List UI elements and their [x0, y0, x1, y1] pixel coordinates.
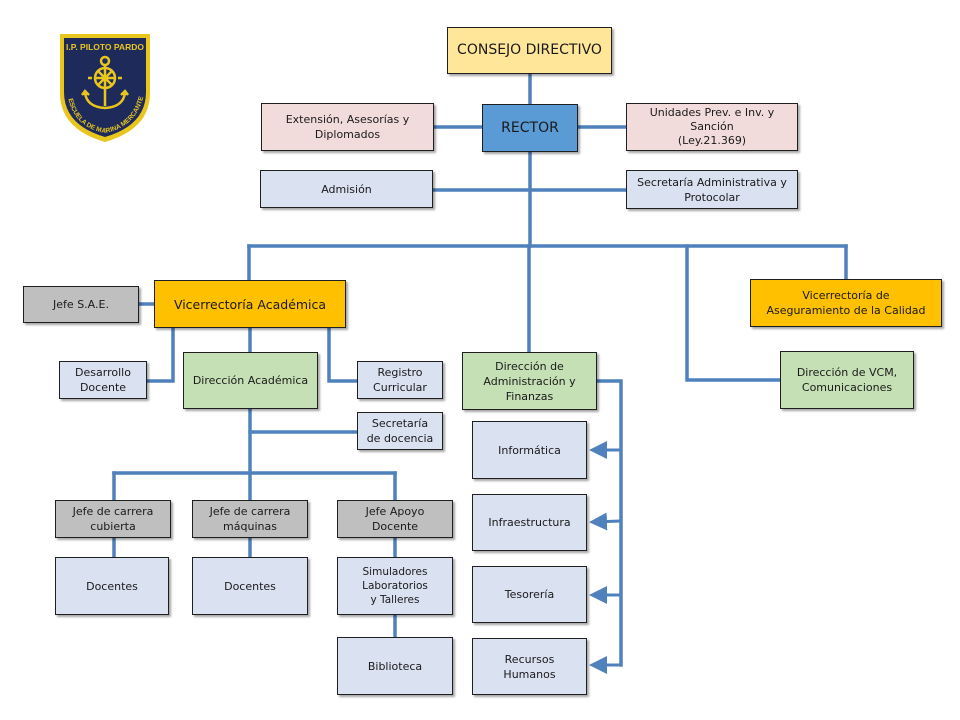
node-vicerrectoria-academica[interactable]: Vicerrectoría Académica — [154, 280, 346, 328]
node-simuladores-laboratorios-talleres[interactable]: Simuladores Laboratorios y Talleres — [337, 557, 453, 615]
node-vicerrectoria-calidad[interactable]: Vicerrectoría de Aseguramiento de la Cal… — [750, 279, 942, 327]
node-jefe-sae[interactable]: Jefe S.A.E. — [23, 286, 139, 323]
node-direccion-vcm[interactable]: Dirección de VCM, Comunicaciones — [780, 351, 914, 409]
connector-vice-registro — [327, 326, 359, 383]
node-docentes-maquinas[interactable]: Docentes — [192, 557, 308, 615]
node-direccion-academica[interactable]: Dirección Académica — [183, 352, 318, 409]
node-jefe-apoyo-docente[interactable]: Jefe Apoyo Docente — [337, 500, 453, 538]
node-biblioteca[interactable]: Biblioteca — [337, 637, 453, 695]
ship-wheel-anchor-icon — [81, 55, 129, 110]
node-secretaria-docencia[interactable]: Secretaría de docencia — [357, 412, 443, 450]
node-jefe-carrera-cubierta[interactable]: Jefe de carrera cubierta — [55, 500, 171, 538]
logo-top-text: I.P. PILOTO PARDO — [66, 42, 144, 52]
connector-admin-trunk — [595, 379, 623, 667]
node-jefe-carrera-maquinas[interactable]: Jefe de carrera máquinas — [192, 500, 308, 538]
node-docentes-cubierta[interactable]: Docentes — [55, 557, 169, 615]
node-unidades-prevencion[interactable]: Unidades Prev. e Inv. y Sanción (Ley.21.… — [626, 103, 798, 151]
node-infraestructura[interactable]: Infraestructura — [472, 494, 587, 551]
node-informatica[interactable]: Informática — [472, 421, 587, 479]
node-registro-curricular[interactable]: Registro Curricular — [357, 361, 443, 399]
arrow-infraestructura — [589, 512, 622, 531]
node-consejo-directivo[interactable]: CONSEJO DIRECTIVO — [447, 27, 612, 74]
node-tesoreria[interactable]: Tesorería — [472, 566, 587, 623]
node-extension-asesorias-diplomados[interactable]: Extensión, Asesorías y Diplomados — [261, 103, 434, 151]
connector-bus-direccion-vcm — [685, 244, 782, 382]
node-rector[interactable]: RECTOR — [482, 104, 578, 152]
node-admision[interactable]: Admisión — [260, 170, 433, 208]
school-crest-logo: I.P. PILOTO PARDO ESCUELA DE MARINA MERC… — [60, 34, 150, 142]
node-direccion-administracion-finanzas[interactable]: Dirección de Administración y Finanzas — [462, 352, 597, 410]
node-secretaria-administrativa[interactable]: Secretaría Administrativa y Protocolar — [626, 170, 798, 209]
node-recursos-humanos[interactable]: Recursos Humanos — [472, 638, 587, 695]
connector-vice-desarrollo — [145, 326, 175, 383]
node-desarrollo-docente[interactable]: Desarrollo Docente — [59, 361, 147, 399]
